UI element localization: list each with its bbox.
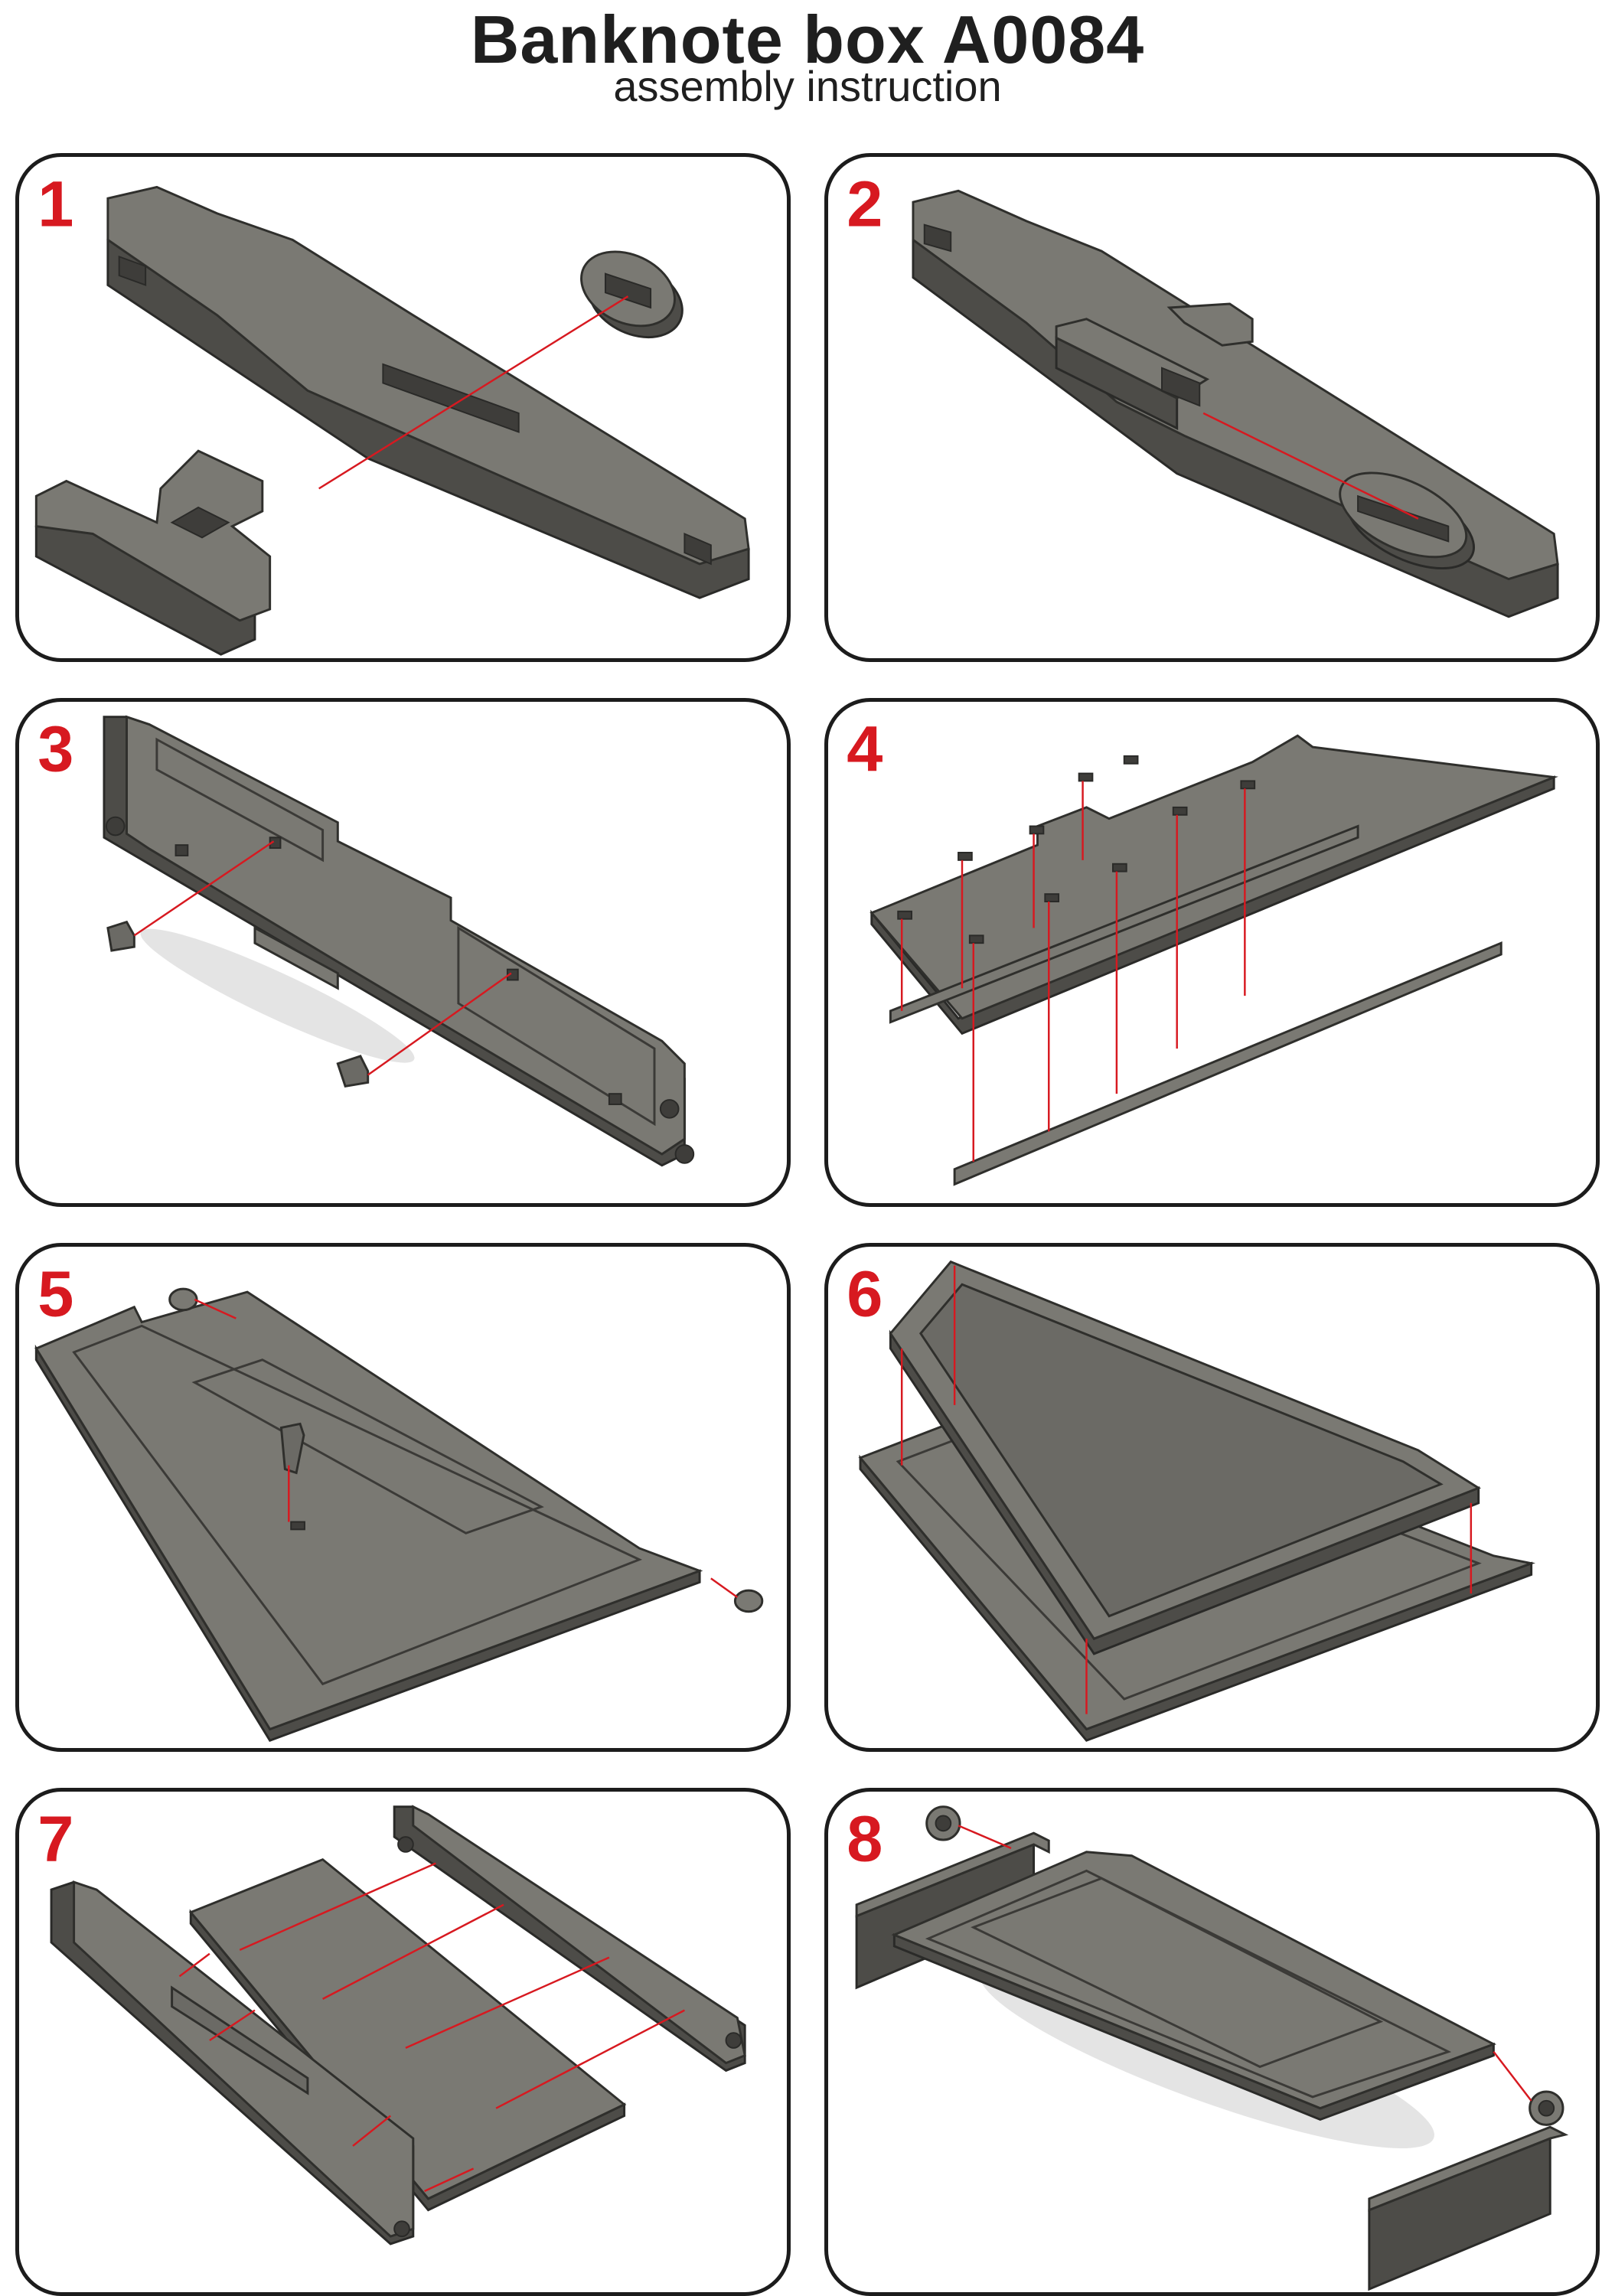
step-8-number: 8	[847, 1802, 883, 1875]
step-6-illustration: 6	[847, 1257, 1536, 1742]
document-title: Banknote box A0084	[470, 2, 1145, 77]
step-panel-6: 6	[824, 1243, 1600, 1752]
step-2-number: 2	[847, 168, 883, 240]
step-panel-8: 8	[824, 1788, 1600, 2296]
step-5-illustration: 5	[34, 1257, 764, 1742]
step-6-number: 6	[847, 1257, 883, 1330]
step-8-illustration: 8	[847, 1802, 1569, 2291]
step-1-number: 1	[38, 168, 73, 240]
step-7-number: 7	[38, 1802, 73, 1875]
step-5-number: 5	[38, 1257, 73, 1330]
step-4-number: 4	[847, 713, 883, 785]
document-header: Banknote box A0084 assembly instruction	[0, 0, 1615, 138]
step-1-illustration: 1	[34, 168, 750, 656]
step-3-illustration: 3	[38, 713, 695, 1167]
step-panel-7: 7	[15, 1788, 791, 2296]
step-3-number: 3	[38, 713, 73, 785]
step-panel-1: 1	[15, 153, 791, 662]
document-subtitle: assembly instruction	[613, 62, 1002, 110]
step-4-illustration: 4	[847, 713, 1558, 1186]
step-panel-2: 2	[824, 153, 1600, 662]
step-panel-5: 5	[15, 1243, 791, 1752]
step-2-illustration: 2	[847, 168, 1559, 618]
step-panel-3: 3	[15, 698, 791, 1207]
step-7-illustration: 7	[38, 1802, 746, 2245]
step-panel-4: 4	[824, 698, 1600, 1207]
